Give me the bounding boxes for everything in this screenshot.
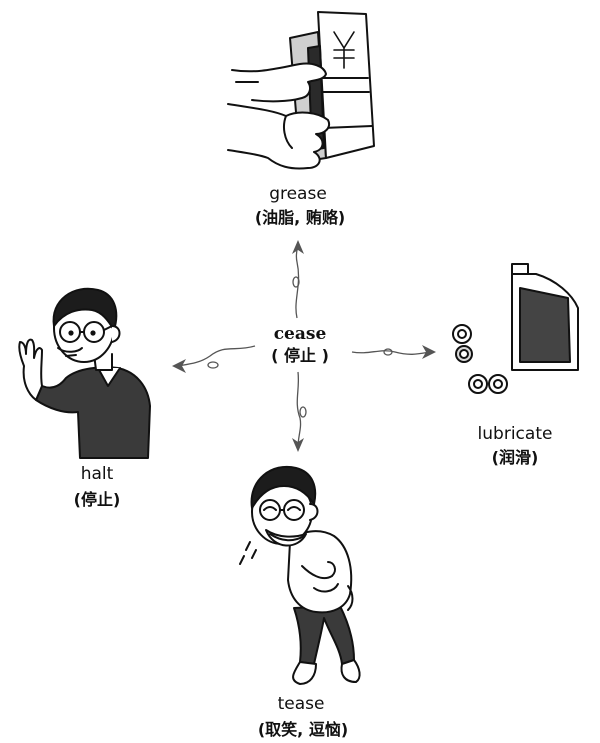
lubricate-word: lubricate	[477, 424, 553, 444]
halt-word: halt	[80, 464, 114, 484]
center-word: cease	[273, 324, 327, 344]
tease-illustration	[239, 465, 361, 685]
center-gloss: ( 停止 )	[271, 346, 329, 365]
arrowhead-up	[292, 240, 304, 254]
halt-gloss: (停止)	[73, 490, 121, 509]
tease-word: tease	[277, 694, 325, 714]
halt-illustration	[18, 287, 151, 459]
tease-gloss: (取笑, 逗恼)	[257, 720, 349, 739]
arrow-to-grease	[295, 243, 300, 319]
arrowhead-left	[172, 359, 186, 373]
arrow-to-tease	[296, 371, 302, 448]
lubricate-illustration	[452, 263, 579, 394]
grease-gloss: (油脂, 贿赂)	[254, 208, 346, 227]
arrowhead-right	[422, 345, 436, 359]
arrow-to-halt	[177, 345, 256, 367]
arrowhead-down	[292, 438, 304, 452]
arrow-to-lubricate	[351, 350, 431, 355]
lubricate-gloss: (润滑)	[491, 448, 539, 467]
grease-word: grease	[269, 184, 327, 204]
grease-illustration	[227, 11, 375, 170]
